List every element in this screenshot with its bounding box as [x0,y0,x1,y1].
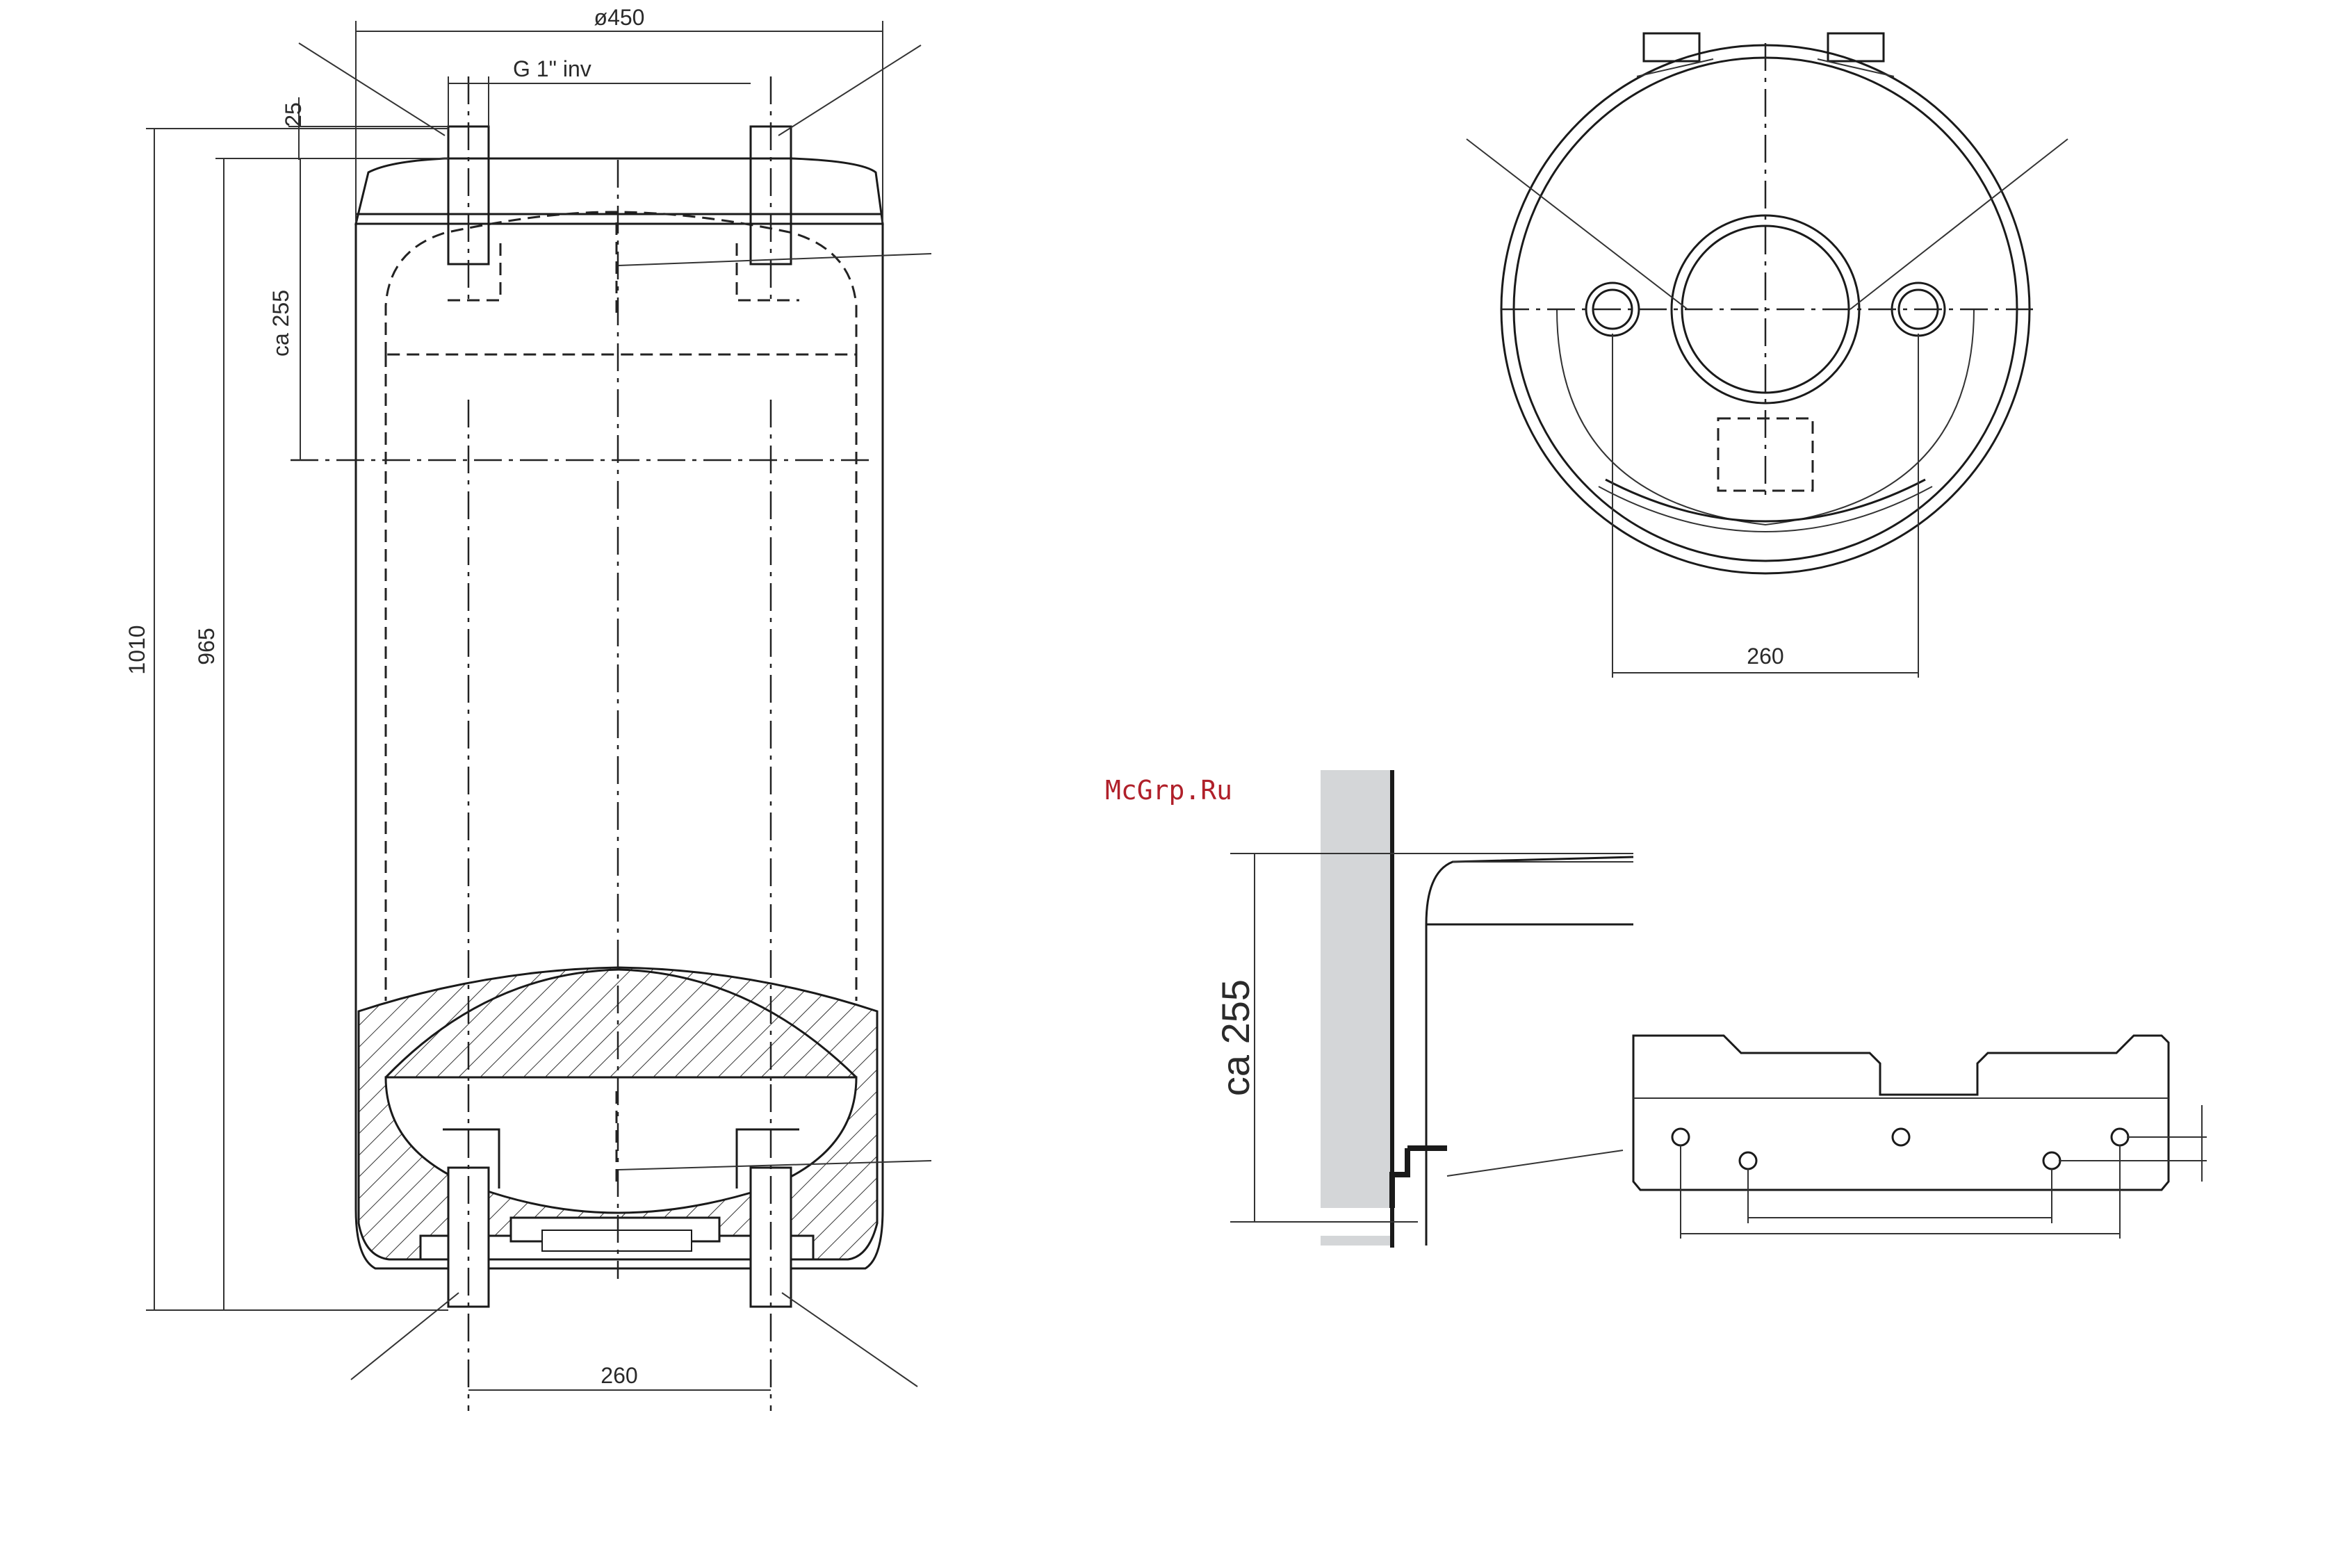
bracket-plate [1633,1036,2169,1190]
wall [1321,770,1391,1208]
dim-top-offset: 25 [281,102,306,127]
watermark: McGrp.Ru [1105,775,1232,806]
dim-pipe-thread: G 1" inv [513,56,591,81]
bracket-detail: ca 255 [1214,770,2207,1248]
side-view: ø450 G 1" inv 25 ca 255 1010 965 260 [124,5,931,1411]
top-pipe-right [737,76,799,300]
dim-bottom-spacing: 260 [601,1363,637,1388]
inner-vessel [386,212,856,354]
top-pipe-left [441,76,500,300]
dim-top-view-spacing: 260 [1747,644,1783,669]
dim-diameter: ø450 [594,5,645,30]
top-view: 260 [1467,33,2068,678]
dim-height-total: 1010 [124,625,149,674]
dim-top-to-bracket: ca 255 [268,290,293,357]
dim-detail-bracket: ca 255 [1214,979,1257,1096]
dim-height-body: 965 [194,628,219,664]
